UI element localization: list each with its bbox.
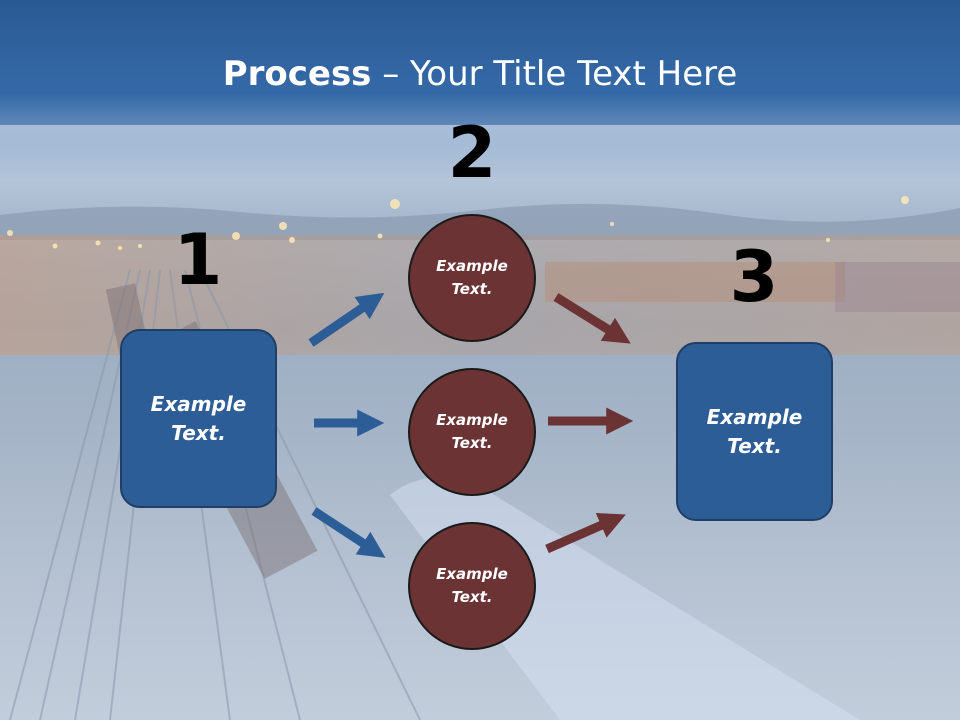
step-1-box: Example Text. bbox=[120, 329, 277, 508]
step-2-circle-bottom: Example Text. bbox=[408, 522, 536, 650]
arrow-bottom-to-3 bbox=[545, 512, 626, 554]
step-2-circle-top: Example Text. bbox=[408, 214, 536, 342]
step-1-text-line1: Example bbox=[150, 391, 247, 416]
circle-middle-line1: Example bbox=[436, 411, 508, 429]
step-1-text-line2: Text. bbox=[171, 420, 226, 445]
step-2-circle-middle: Example Text. bbox=[408, 368, 536, 496]
circle-top-line1: Example bbox=[436, 257, 508, 275]
title-rest: – Your Title Text Here bbox=[371, 54, 738, 94]
step-3-text-line1: Example bbox=[706, 404, 803, 429]
step-3-box: Example Text. bbox=[676, 342, 833, 521]
step-number-2: 2 bbox=[447, 112, 497, 194]
page-title: Process – Your Title Text Here bbox=[0, 52, 960, 96]
circle-bottom-line1: Example bbox=[436, 565, 508, 583]
step-number-1: 1 bbox=[173, 219, 223, 301]
arrow-1-to-bottom bbox=[311, 507, 386, 558]
step-3-text-line2: Text. bbox=[727, 433, 782, 458]
title-bold: Process bbox=[222, 54, 372, 94]
arrow-top-to-3 bbox=[553, 293, 631, 344]
circle-middle-line2: Text. bbox=[451, 434, 493, 452]
circle-top-line2: Text. bbox=[451, 280, 493, 298]
arrow-1-to-top bbox=[308, 292, 385, 347]
circle-bottom-line2: Text. bbox=[451, 588, 493, 606]
step-number-3: 3 bbox=[729, 236, 779, 318]
